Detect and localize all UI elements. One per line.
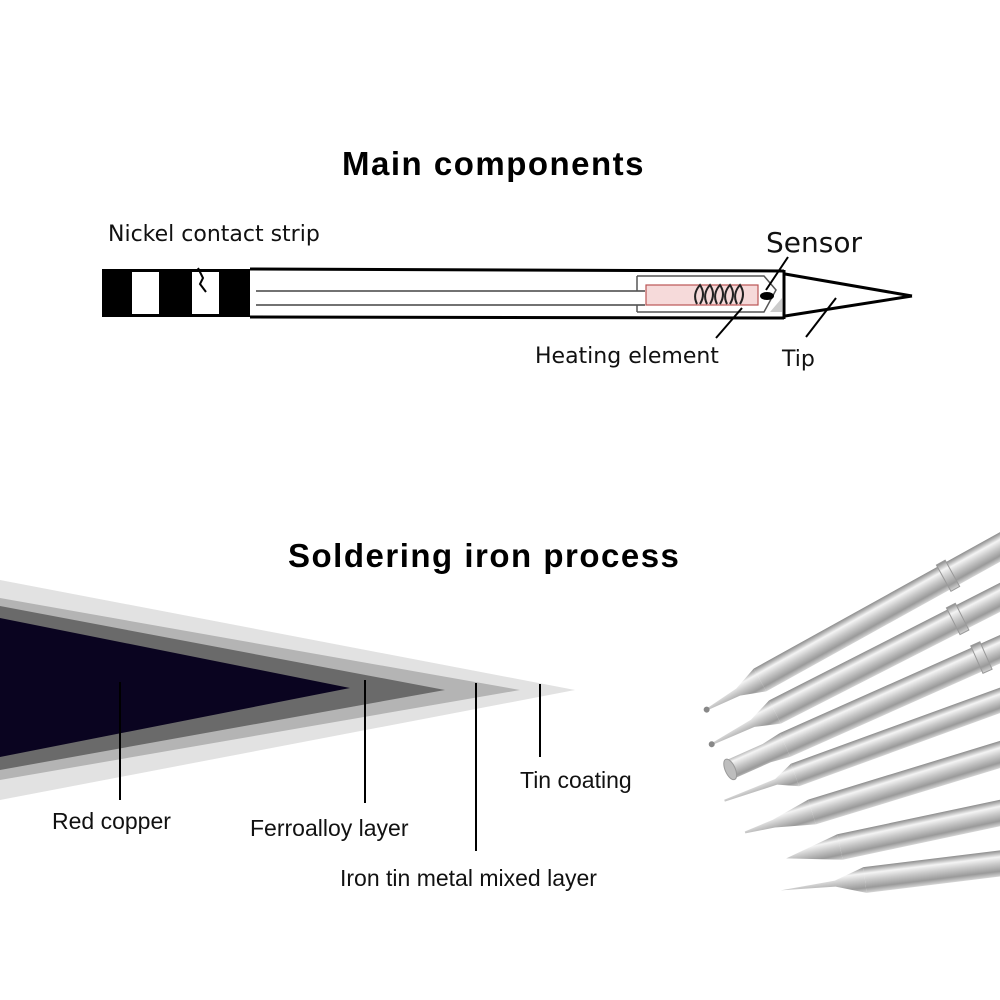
soldering-tip-3 <box>723 619 1000 781</box>
soldering-tip-5 <box>744 729 1000 834</box>
main-components-title: Main components <box>342 145 646 182</box>
heating-coil <box>694 283 744 305</box>
barrel <box>249 267 786 320</box>
process-title: Soldering iron process <box>288 537 681 574</box>
red-copper-core <box>0 618 350 757</box>
soldering-tip-6 <box>786 792 1000 860</box>
tip-leader <box>805 297 837 338</box>
iron-tin-mixed-layer-label: Iron tin metal mixed layer <box>340 865 597 891</box>
sensor-leader <box>765 256 789 291</box>
heating-element-leader <box>715 307 743 339</box>
heating-element-label: Heating element <box>535 344 719 369</box>
tip-layers-diagram <box>0 580 575 800</box>
tin-coating-label: Tin coating <box>520 767 632 793</box>
soldering-tips-photo <box>703 513 1000 893</box>
soldering-tip-4 <box>724 674 1000 802</box>
tip-label: Tip <box>782 347 815 372</box>
connector-end <box>102 267 250 317</box>
tip-cone <box>784 272 913 318</box>
red-copper-label: Red copper <box>52 808 171 834</box>
sensor-label: Sensor <box>766 226 862 259</box>
nickel-strip-leader <box>197 267 207 293</box>
ferroalloy-layer-label: Ferroalloy layer <box>250 815 409 841</box>
nickel-contact-strip-label: Nickel contact strip <box>108 222 320 247</box>
sensor-bead <box>760 292 774 300</box>
soldering-tip-1 <box>703 513 1000 713</box>
soldering-tip-2 <box>708 564 1000 748</box>
